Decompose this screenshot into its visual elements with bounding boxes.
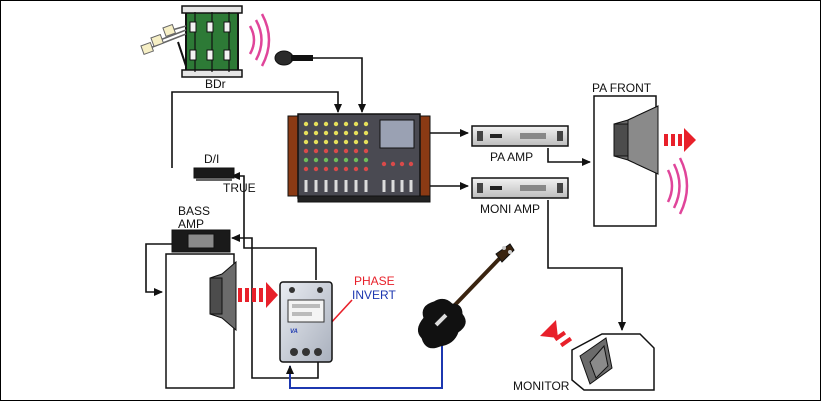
microphone-icon bbox=[274, 50, 313, 66]
mixer-knob bbox=[363, 157, 369, 163]
true-label: TRUE bbox=[223, 181, 256, 195]
pedal-brand-mark: VA bbox=[290, 329, 298, 335]
pa-front-label: PA FRONT bbox=[592, 81, 652, 95]
speaker-cabinet-icon bbox=[593, 95, 659, 227]
mixer-knob bbox=[333, 157, 339, 163]
drum-icon bbox=[140, 5, 243, 78]
moni-amp bbox=[471, 177, 569, 199]
bass-amp-label-line1: BASS bbox=[178, 204, 210, 218]
mixer-knob bbox=[303, 157, 309, 163]
mixer-knob bbox=[333, 130, 339, 136]
mixer-knob bbox=[313, 130, 319, 136]
mixer-knob bbox=[343, 121, 349, 127]
mixer-fader bbox=[304, 180, 308, 192]
mixer-knob bbox=[323, 157, 329, 163]
mixer-knob bbox=[363, 139, 369, 145]
mixer-knob bbox=[333, 139, 339, 145]
mixer-knob bbox=[333, 121, 339, 127]
mixer-knob bbox=[363, 166, 369, 172]
pa-amp bbox=[471, 125, 569, 147]
bass-amp-label-line2: AMP bbox=[178, 217, 204, 231]
speaker-cabinet-icon bbox=[165, 253, 237, 389]
mixer-knob bbox=[353, 130, 359, 136]
mixer-knob bbox=[313, 139, 319, 145]
bdr-label: BDr bbox=[205, 77, 226, 91]
mixer-fader bbox=[324, 180, 328, 192]
pa-amp-label: PA AMP bbox=[490, 150, 533, 164]
mixer-knob bbox=[343, 157, 349, 163]
signal-wires bbox=[145, 57, 626, 389]
mixer-fader bbox=[391, 180, 395, 192]
invert-label: INVERT bbox=[352, 288, 396, 302]
mixer-fader bbox=[409, 180, 413, 192]
mixer-knob bbox=[323, 148, 329, 154]
mixer-knob bbox=[323, 166, 329, 172]
phase-label: PHASE bbox=[354, 274, 395, 288]
mixer-knob bbox=[303, 121, 309, 127]
bass-guitar-icon bbox=[418, 243, 515, 349]
mixer-knob bbox=[363, 148, 369, 154]
mixer-knob bbox=[333, 166, 339, 172]
mixer-icon bbox=[287, 113, 431, 203]
amplifier-icon bbox=[471, 125, 569, 147]
mixer-knob bbox=[343, 139, 349, 145]
sound-wave-icon bbox=[666, 157, 689, 215]
mixer-fader bbox=[344, 180, 348, 192]
monitor-speaker bbox=[540, 320, 655, 391]
mixer-fader bbox=[354, 180, 358, 192]
signal-arrow-icon bbox=[238, 282, 278, 308]
mixer-knob bbox=[323, 130, 329, 136]
speaker-cabinet-icon bbox=[571, 333, 655, 391]
mixer-knob bbox=[313, 157, 319, 163]
mixer-knob bbox=[313, 166, 319, 172]
mixer-knob bbox=[323, 139, 329, 145]
mixer-knob bbox=[303, 130, 309, 136]
mixer-fader bbox=[334, 180, 338, 192]
mixer-knob bbox=[399, 161, 405, 167]
mixer-knob bbox=[353, 157, 359, 163]
mixer-knob bbox=[353, 139, 359, 145]
mixer-knob bbox=[381, 161, 387, 167]
mixer-knob bbox=[333, 148, 339, 154]
moni-amp-label: MONI AMP bbox=[480, 202, 540, 216]
amplifier-icon bbox=[471, 177, 569, 199]
mixer-fader bbox=[364, 180, 368, 192]
signal-arrow-icon bbox=[664, 128, 696, 152]
mixer-fader bbox=[382, 180, 386, 192]
mixer-knob bbox=[363, 121, 369, 127]
mixer-knob bbox=[390, 161, 396, 167]
mixer-knob bbox=[313, 121, 319, 127]
mixer-knob bbox=[343, 130, 349, 136]
effects-pedal-icon: VA bbox=[279, 281, 333, 363]
monitor-label: MONITOR bbox=[513, 379, 570, 393]
di-label: D/I bbox=[204, 152, 219, 166]
di-box-icon bbox=[193, 167, 235, 181]
mixer-fader bbox=[314, 180, 318, 192]
amplifier-icon bbox=[171, 229, 231, 253]
mixer-knob bbox=[303, 148, 309, 154]
pa-front-speaker bbox=[593, 95, 696, 227]
bass-amp bbox=[165, 229, 278, 389]
mixer-knob bbox=[408, 161, 414, 167]
mixer-knob bbox=[313, 148, 319, 154]
sound-wave-icon bbox=[248, 13, 271, 67]
bass-drum bbox=[140, 5, 271, 78]
signal-arrow-icon bbox=[540, 320, 573, 348]
mixer-knob bbox=[343, 166, 349, 172]
mixer-fader bbox=[400, 180, 404, 192]
mixer-knob bbox=[343, 148, 349, 154]
mixer-knob bbox=[353, 148, 359, 154]
mixer-knob bbox=[323, 121, 329, 127]
mixer-knob bbox=[303, 166, 309, 172]
mixer-knob bbox=[363, 130, 369, 136]
mixer-knob bbox=[303, 139, 309, 145]
mixer-knob bbox=[353, 121, 359, 127]
mixer-knob bbox=[353, 166, 359, 172]
